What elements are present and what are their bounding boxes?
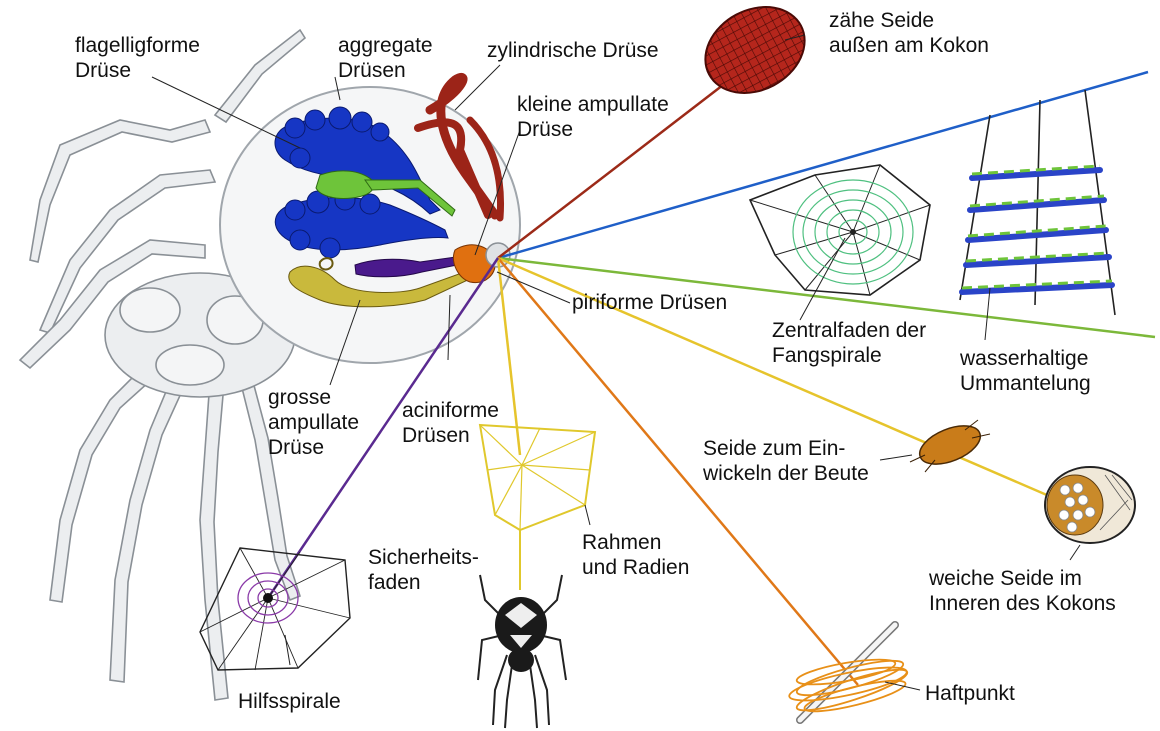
- cocoon-soft-silk: [1045, 467, 1135, 543]
- attachment-disc: [787, 625, 910, 720]
- label-dragline: Sicherheits-faden: [368, 545, 479, 595]
- label-attachment-disc: Haftpunkt: [925, 681, 1015, 706]
- cocoon-tough-silk: [690, 0, 819, 110]
- label-cylindrical: zylindrische Drüse: [487, 38, 659, 63]
- dragline-spider: [478, 575, 566, 728]
- spider-abdomen: [220, 77, 520, 363]
- frame-radii-web: [480, 425, 595, 590]
- spider-leg: [110, 370, 188, 682]
- aqueous-coat-web: [960, 90, 1115, 315]
- spider-leg: [30, 120, 210, 262]
- label-auxiliary-spiral: Hilfsspirale: [238, 689, 341, 714]
- spider-leg: [200, 380, 228, 700]
- label-piriform: piriforme Drüsen: [572, 290, 727, 315]
- orb-web: [750, 165, 930, 295]
- label-wrapping-silk: Seide zum Ein-wickeln der Beute: [703, 436, 869, 486]
